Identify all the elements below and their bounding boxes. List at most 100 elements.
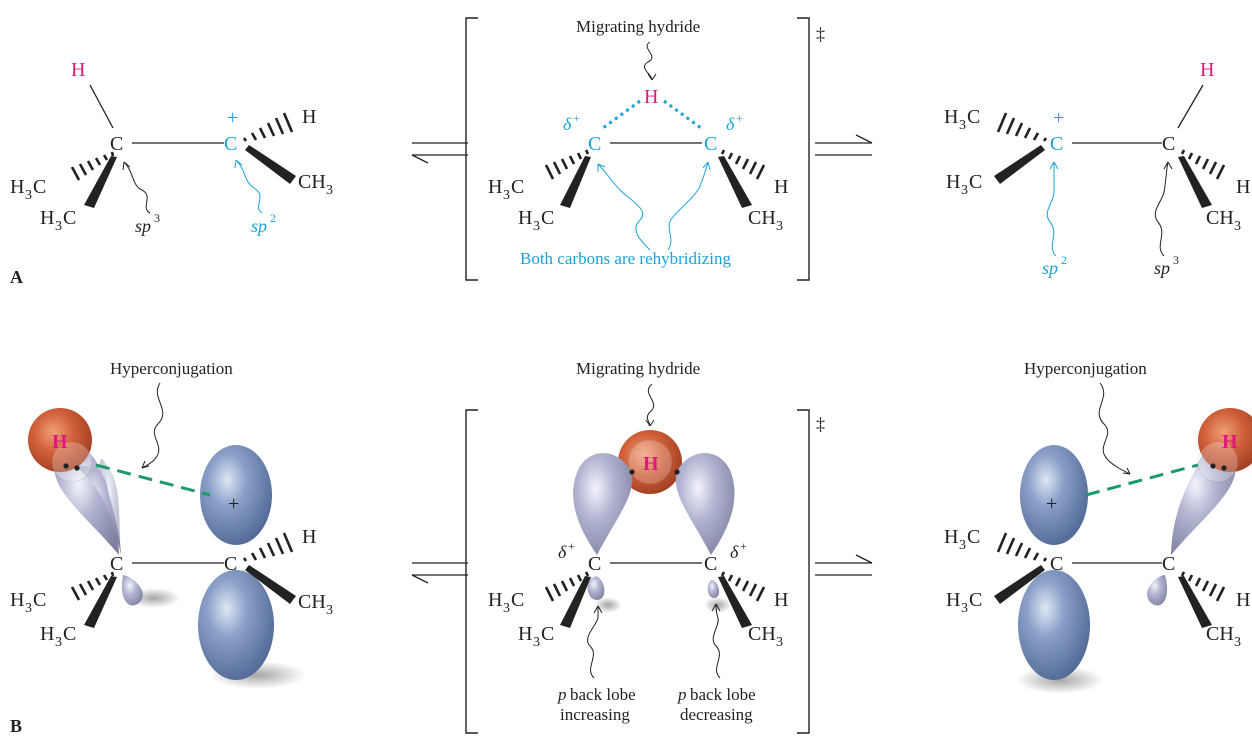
sp3-back-lobe [121,575,143,606]
svg-text:3: 3 [503,601,510,616]
svg-text:3: 3 [959,538,966,553]
methyl-ch3: CH 3 [748,207,783,234]
methyl-ch3: CH 3 [748,623,783,650]
svg-text:+: + [573,111,580,125]
svg-text:H: H [10,589,24,611]
equilibrium-arrow [815,134,873,156]
carbon-right: C [704,553,717,575]
svg-text:δ: δ [563,114,572,134]
svg-text:H: H [488,589,502,611]
svg-text:CH: CH [748,623,776,645]
panel-a: H C C + H CH 3 [10,17,1250,287]
methyl-h3c: H 3 C [944,106,980,133]
hyperconjugation-line [1085,463,1199,497]
sp3-label: sp 3 [135,211,160,236]
svg-text:H: H [518,207,532,229]
methyl-h3c: H 3 C [488,589,524,616]
equilibrium-arrow [815,554,873,576]
svg-text:δ: δ [726,114,735,134]
hydrogen-atom: H [1236,176,1250,198]
partial-bond [602,99,702,130]
delta-plus-left: δ + [558,539,575,562]
empty-p-orbital-top [200,445,272,545]
carbon-atom: C [110,133,123,155]
solid-wedge [245,145,296,184]
hyperconjugation-label: Hyperconjugation [110,359,233,378]
empty-p-orbital-bottom [1018,570,1090,680]
svg-text:C: C [511,589,524,611]
carbon-atom: C [1162,133,1175,155]
sp3-back-lobe [1147,575,1168,606]
svg-text:3: 3 [326,603,333,618]
positive-charge: + [1053,107,1064,129]
sp3-label: sp 3 [1154,253,1179,278]
svg-text:p: p [557,685,567,704]
svg-text:δ: δ [730,542,739,562]
carbon-left: C [588,133,601,155]
positive-charge: + [227,107,238,129]
equilibrium-arrow [411,562,468,584]
methyl-ch3: CH 3 [298,171,333,198]
p-back-lobe-decreasing-label: p back lobe decreasing [677,685,756,724]
methyl-h3c: H 3 C [518,207,554,234]
empty-p-orbital-bottom [198,570,274,680]
methyl-h3c: H 3 C [10,176,46,203]
double-dagger: ‡ [816,414,825,434]
svg-text:C: C [33,176,46,198]
p-back-lobe [707,580,720,598]
sp3-orbital-lobe [1171,446,1236,555]
svg-text:H: H [40,623,54,645]
svg-text:sp: sp [251,216,267,236]
svg-text:3: 3 [961,601,968,616]
migrating-hydrogen: H [644,86,658,108]
panel-label-b: B [10,716,22,736]
carbon-right: C [704,133,717,155]
svg-text:decreasing: decreasing [680,705,753,724]
methyl-h3c: H 3 C [40,623,76,650]
sp2-label: sp 2 [251,211,276,236]
svg-text:3: 3 [959,118,966,133]
svg-text:H: H [518,623,532,645]
hydrogen-atom: H [774,176,788,198]
methyl-h3c: H 3 C [946,589,982,616]
a-right-structure: C + C H H 3 C H 3 C [944,59,1250,278]
delta-plus-left: δ + [563,111,580,134]
solid-wedge [84,156,117,208]
svg-text:3: 3 [25,188,32,203]
hydrogen-atom: H [302,106,316,128]
svg-text:C: C [63,623,76,645]
hydride-atom: H [71,59,85,81]
panel-label-a: A [10,267,23,287]
svg-text:C: C [967,526,980,548]
right-bracket [797,17,810,281]
svg-text:3: 3 [776,219,783,234]
hydrogen-orbital [28,408,92,472]
svg-text:3: 3 [55,219,62,234]
hydrogen-orbital [618,430,682,494]
svg-text:C: C [541,207,554,229]
carbocation-carbon: C [224,553,237,575]
svg-text:3: 3 [25,601,32,616]
positive-charge: + [228,493,239,515]
svg-text:p: p [677,685,687,704]
methyl-ch3: CH 3 [1206,207,1241,234]
positive-charge: + [1046,493,1057,515]
methyl-ch3: CH 3 [298,591,333,618]
sp3-orbital-lobe [54,446,119,555]
methyl-h3c: H 3 C [518,623,554,650]
carbon-atom: C [110,553,123,575]
svg-text:2: 2 [1061,253,1067,267]
svg-text:CH: CH [298,171,326,193]
svg-text:3: 3 [1173,253,1179,267]
svg-text:3: 3 [776,635,783,650]
hydride-atom: H [1200,59,1214,81]
svg-text:back lobe: back lobe [570,685,636,704]
carbocation-carbon: C [1050,553,1063,575]
hydrogen-atom: H [774,589,788,611]
b-left-structure: H + Hyperconjugation C C [10,359,333,689]
svg-text:H: H [946,589,960,611]
svg-text:CH: CH [298,591,326,613]
svg-text:3: 3 [533,635,540,650]
svg-text:C: C [63,207,76,229]
